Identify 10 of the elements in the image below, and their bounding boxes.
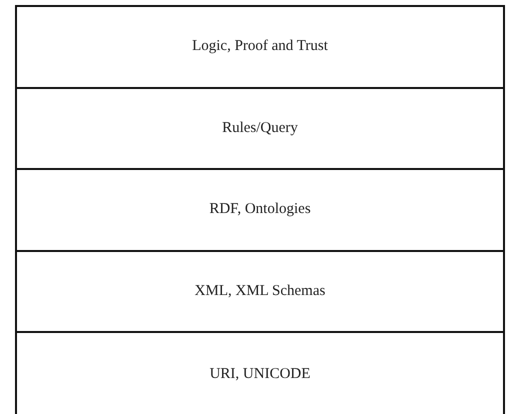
layer-label: Rules/Query — [222, 120, 298, 137]
layer-band — [15, 5, 505, 86]
layer-band — [15, 86, 505, 168]
layer-band — [15, 168, 505, 250]
layer-band — [15, 331, 505, 414]
layer-label: XML, XML Schemas — [194, 282, 326, 300]
layer-label: RDF, Ontologies — [209, 201, 311, 218]
layer-label: URI, UNICODE — [210, 366, 310, 383]
layer-label: Logic, Proof and Trust — [192, 38, 328, 56]
layer-band — [15, 250, 505, 331]
